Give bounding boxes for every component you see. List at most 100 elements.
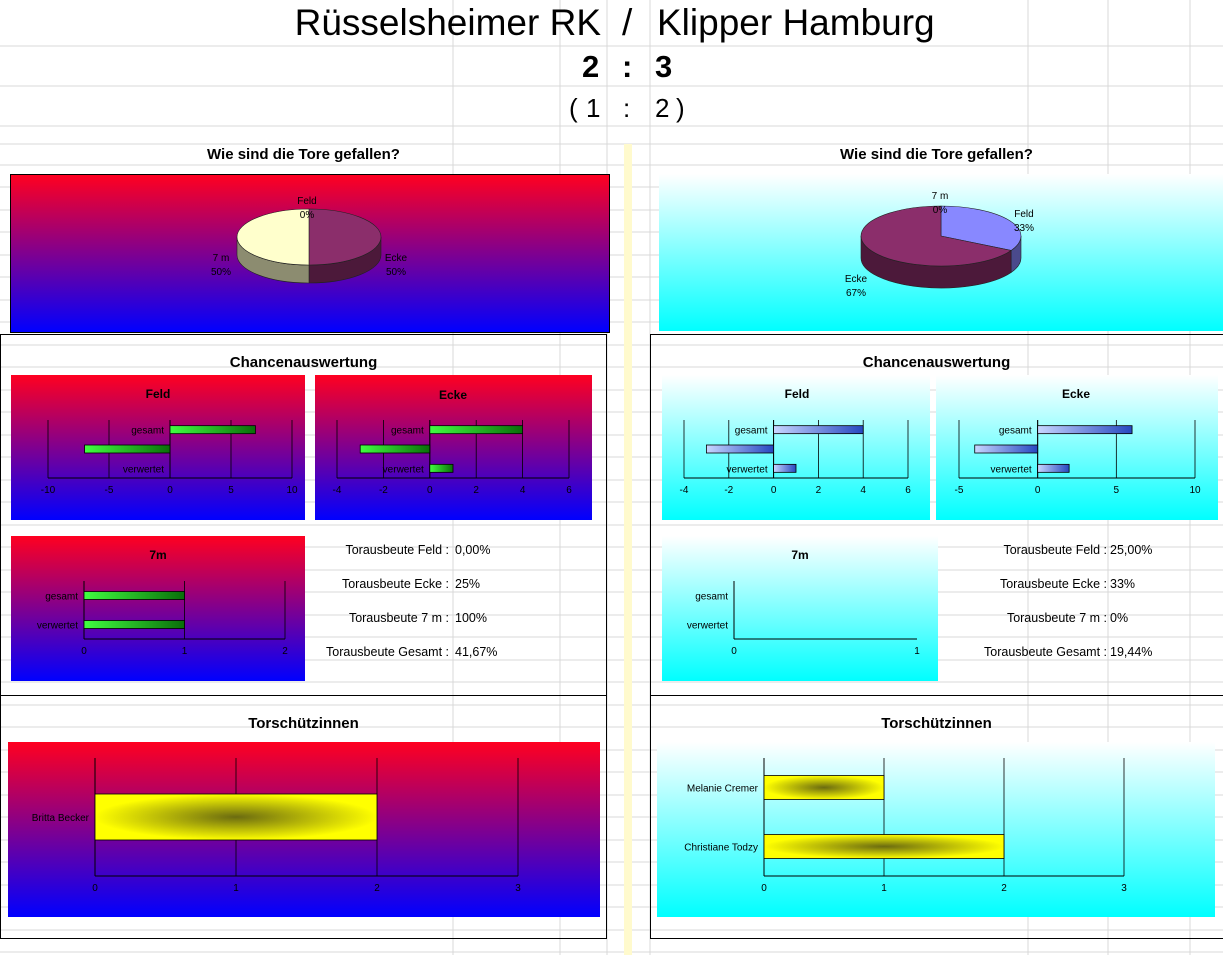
away-stat-label: Torausbeute 7 m : xyxy=(1006,611,1107,625)
category-label: gesamt xyxy=(131,426,164,437)
tick-label: 1 xyxy=(233,883,239,894)
away-7m-svg: 7m 0 1 gesamt verwertet xyxy=(687,548,920,657)
chart-title: 7m xyxy=(149,548,166,562)
bar xyxy=(429,425,524,435)
chart-title: Feld xyxy=(146,387,171,401)
category-label: Britta Becker xyxy=(32,813,90,824)
half-away: 2 xyxy=(655,93,670,123)
tick-label: 0 xyxy=(1035,485,1041,496)
bar xyxy=(706,444,774,454)
category-label: gesamt xyxy=(695,592,728,603)
tick-label: 6 xyxy=(566,485,572,496)
tick-label: 2 xyxy=(282,646,288,657)
away-stat-value: 25,00% xyxy=(1110,543,1153,557)
chart-title: Ecke xyxy=(439,388,467,402)
home-stat-value: 41,67% xyxy=(455,645,498,659)
tick-label: -4 xyxy=(333,485,342,496)
tick-label: 0 xyxy=(731,646,737,657)
pie-slice xyxy=(860,205,1012,267)
away-stat-value: 0% xyxy=(1110,611,1129,625)
tick-label: 4 xyxy=(860,485,866,496)
home-stat-label: Torausbeute Ecke : xyxy=(341,577,449,591)
tick-label: 2 xyxy=(374,883,380,894)
home-stat-value: 0,00% xyxy=(455,543,491,557)
center-divider xyxy=(624,144,632,955)
score-away: 3 xyxy=(655,49,673,84)
pie-slice xyxy=(236,208,310,266)
chart-title: 7m xyxy=(791,548,808,562)
away-chances-title: Chancenauswertung xyxy=(862,354,1011,371)
half-close: ) xyxy=(676,93,685,123)
tick-label: 0 xyxy=(761,883,767,894)
tick-label: -10 xyxy=(41,485,56,496)
tick-label: -5 xyxy=(955,485,964,496)
team-separator: / xyxy=(622,2,633,43)
away-7m-chart: 7m 0 1 gesamt verwertet xyxy=(662,536,938,681)
tick-label: 5 xyxy=(1114,485,1120,496)
category-label: Melanie Cremer xyxy=(687,784,759,795)
bar xyxy=(773,463,797,473)
tick-label: 2 xyxy=(816,485,822,496)
half-open: ( xyxy=(569,93,578,123)
tick-label: 3 xyxy=(1121,883,1127,894)
home-stat-label: Torausbeute Gesamt : xyxy=(326,645,449,659)
pie-slice-value: 0% xyxy=(933,205,948,216)
bar xyxy=(84,444,171,454)
away-stat-label: Torausbeute Feld : xyxy=(1003,543,1107,557)
category-label: gesamt xyxy=(391,426,424,437)
pie-slice-label: Ecke xyxy=(385,253,408,264)
category-label: verwertet xyxy=(726,464,767,475)
pie-slice-label: 7 m xyxy=(213,253,230,264)
tick-label: 1 xyxy=(914,646,920,657)
pie-slice-value: 67% xyxy=(846,288,866,299)
tick-label: -5 xyxy=(105,485,114,496)
score-home: 2 xyxy=(582,49,600,84)
away-stat-value: 33% xyxy=(1110,577,1136,591)
score-colon: : xyxy=(622,49,633,84)
away-stat-value: 19,44% xyxy=(1110,645,1153,659)
bar xyxy=(763,775,885,800)
pie-slice xyxy=(308,208,382,266)
tick-label: -4 xyxy=(680,485,689,496)
home-stat-label: Torausbeute Feld : xyxy=(345,543,449,557)
tick-label: -2 xyxy=(379,485,388,496)
bar xyxy=(763,834,1005,859)
category-label: verwertet xyxy=(687,621,728,632)
bar xyxy=(429,463,454,473)
half-home: 1 xyxy=(586,93,601,123)
category-label: gesamt xyxy=(45,592,78,603)
team-away-name: Klipper Hamburg xyxy=(657,2,935,43)
home-scorers-title: Torschützinnen xyxy=(248,715,359,732)
tick-label: 0 xyxy=(92,883,98,894)
pie-slice-label: Feld xyxy=(297,196,316,207)
bar xyxy=(83,620,185,629)
category-label: verwertet xyxy=(383,464,424,475)
away-stat-label: Torausbeute Gesamt : xyxy=(984,645,1107,659)
chart-title: Ecke xyxy=(1062,387,1090,401)
home-stat-label: Torausbeute 7 m : xyxy=(348,611,449,625)
bar xyxy=(359,444,431,454)
away-goals-title: Wie sind die Tore gefallen? xyxy=(840,146,1033,163)
tick-label: 4 xyxy=(520,485,526,496)
away-stat-label: Torausbeute Ecke : xyxy=(999,577,1107,591)
home-stat-value: 25% xyxy=(455,577,481,591)
bar xyxy=(169,425,256,435)
away-scorers-frame xyxy=(650,695,1223,939)
category-label: gesamt xyxy=(999,426,1032,437)
tick-label: 10 xyxy=(1189,485,1201,496)
home-goals-title: Wie sind die Tore gefallen? xyxy=(207,146,400,163)
pie-slice-value: 50% xyxy=(386,267,406,278)
